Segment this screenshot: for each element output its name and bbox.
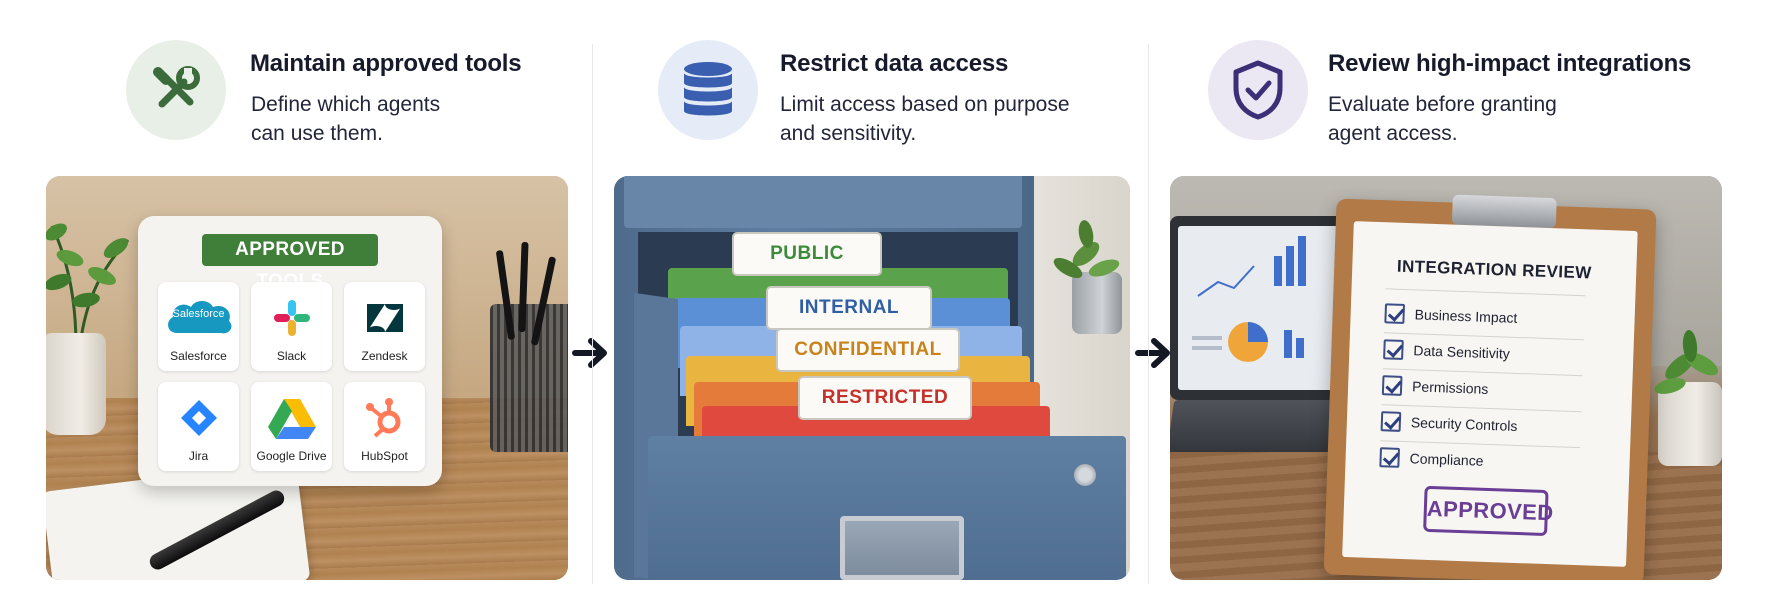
arrow-right-icon <box>572 338 607 368</box>
plant-icon <box>1654 330 1719 394</box>
jira-logo-icon <box>158 392 239 444</box>
column-divider <box>1148 44 1149 584</box>
column-divider <box>592 44 593 584</box>
file-label-internal: INTERNAL <box>766 286 932 330</box>
integration-review-clipboard: INTEGRATION REVIEW Business Impact Data … <box>1323 194 1657 580</box>
drawer-handle <box>840 516 964 580</box>
checkbox-checked-icon <box>1384 303 1406 324</box>
arrow-right-icon <box>1135 338 1170 368</box>
file-cabinet-photo: PUBLIC INTERNAL CONFIDENTIAL RESTRICTED <box>614 176 1130 580</box>
step-title: Maintain approved tools <box>250 50 522 77</box>
hubspot-logo-icon <box>344 392 425 444</box>
review-item: Data Sensitivity <box>1383 336 1584 369</box>
checkbox-checked-icon <box>1383 339 1404 360</box>
step-maintain-approved-tools: Maintain approved tools Define which age… <box>0 0 590 599</box>
review-item: Business Impact <box>1384 300 1585 333</box>
checkbox-checked-icon <box>1381 375 1403 396</box>
file-label-confidential: CONFIDENTIAL <box>776 328 960 372</box>
tool-tile-hubspot: HubSpot <box>344 382 425 471</box>
step-review-high-impact-integrations: Review high-impact integrations Evaluate… <box>1146 0 1774 599</box>
slack-logo-icon <box>251 292 332 344</box>
step-description: Define which agents can use them. <box>251 93 441 145</box>
approved-tools-title: APPROVED TOOLS <box>202 234 378 292</box>
tool-tile-google-drive: Google Drive <box>251 382 332 471</box>
approved-tools-board: APPROVED TOOLS Salesforce Salesforce <box>138 216 442 486</box>
tool-tile-salesforce: Salesforce Salesforce <box>158 282 239 371</box>
database-icon <box>658 40 758 140</box>
step-description: Evaluate before granting agent access. <box>1328 93 1557 145</box>
step-restrict-data-access: Restrict data access Limit access based … <box>590 0 1146 599</box>
zendesk-logo-icon <box>344 292 425 344</box>
review-title: INTEGRATION REVIEW <box>1396 256 1592 283</box>
clip-icon <box>1451 194 1557 229</box>
tool-tile-zendesk: Zendesk <box>344 282 425 371</box>
step-description: Limit access based on purpose and sensit… <box>780 93 1070 145</box>
plant-icon <box>1053 220 1120 279</box>
tool-tile-slack: Slack <box>251 282 332 371</box>
file-label-public: PUBLIC <box>732 232 882 276</box>
tools-icon <box>126 40 226 140</box>
approved-tools-photo: APPROVED TOOLS Salesforce Salesforce <box>46 176 568 580</box>
approved-stamp: APPROVED <box>1423 485 1554 537</box>
step-title: Restrict data access <box>780 50 1009 77</box>
checkbox-checked-icon <box>1380 411 1402 432</box>
salesforce-logo-icon: Salesforce <box>158 292 239 344</box>
review-item: Permissions <box>1381 372 1583 405</box>
file-label-restricted: RESTRICTED <box>798 376 972 420</box>
shield-check-icon <box>1208 40 1308 140</box>
plant-icon <box>46 223 130 346</box>
chart-dashboard-icon <box>1192 236 1306 362</box>
lock-icon <box>1074 464 1096 486</box>
step-title: Review high-impact integrations <box>1328 50 1692 77</box>
integration-review-photo: INTEGRATION REVIEW Business Impact Data … <box>1170 176 1722 580</box>
review-item: Security Controls <box>1380 408 1581 441</box>
google-drive-logo-icon <box>251 392 332 444</box>
checkbox-checked-icon <box>1379 447 1400 468</box>
review-item: Compliance <box>1379 444 1580 477</box>
tool-tile-jira: Jira <box>158 382 239 471</box>
